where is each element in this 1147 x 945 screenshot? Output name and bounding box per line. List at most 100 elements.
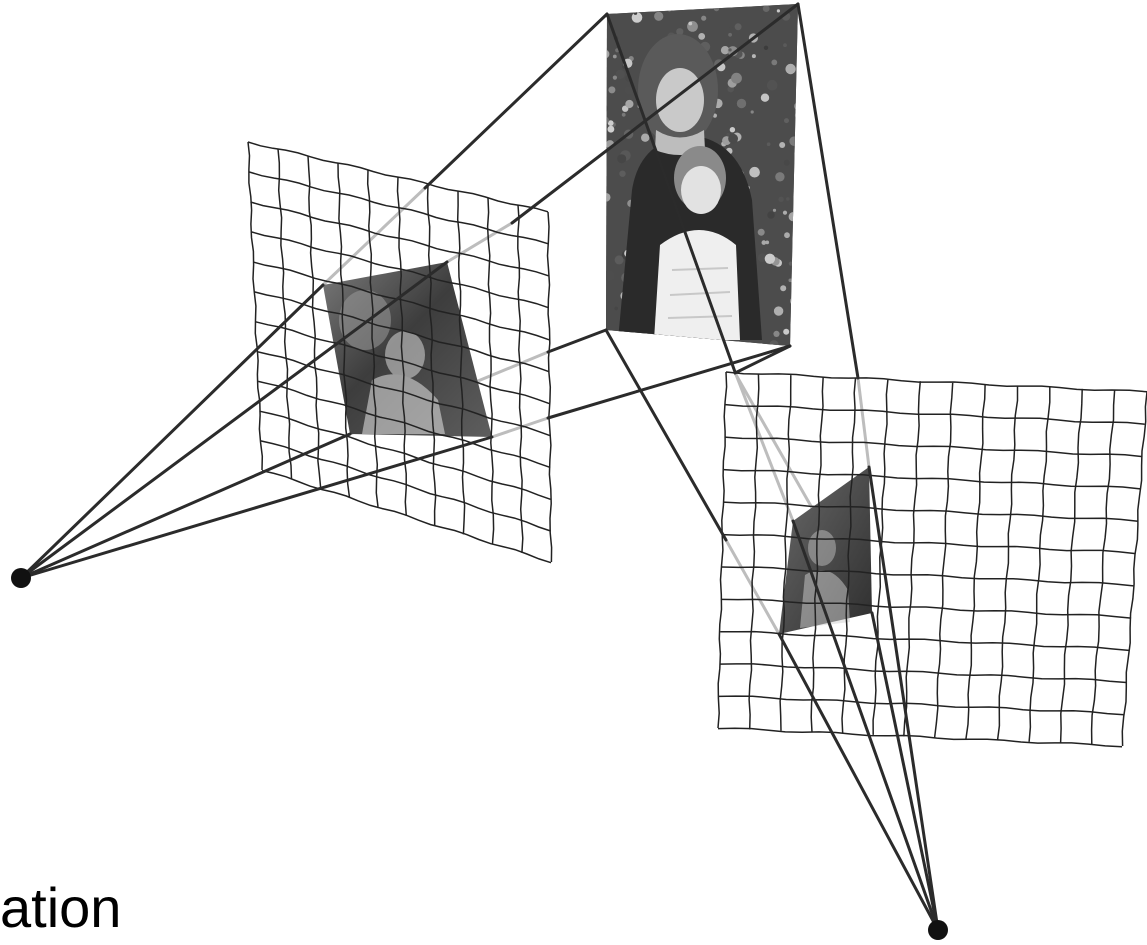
right-grid-horizontal-line — [720, 598, 1132, 619]
photo-foliage-speck — [750, 110, 754, 114]
photo-foliage-speck — [698, 33, 706, 40]
photo-foliage-speck — [612, 54, 617, 59]
right-grid-vertical-line — [748, 373, 760, 730]
ray-left-to-photo-tr — [510, 2, 800, 225]
photo-foliage-speck — [784, 232, 790, 239]
photo-foliage-speck — [735, 4, 740, 5]
left-camera-center — [11, 568, 31, 588]
right-grid-horizontal-line — [724, 436, 1143, 458]
left-plane-grid — [247, 141, 553, 564]
photo-foliage-speck — [801, 124, 810, 133]
photo-foliage-speck — [794, 101, 798, 112]
right-grid-vertical-line — [996, 385, 1019, 741]
left-grid-horizontal-line — [247, 141, 549, 213]
ray-right-occluded-tl — [733, 370, 795, 523]
right-grid-vertical-line — [1059, 388, 1083, 744]
photo-foliage-speck — [624, 86, 634, 95]
left-grid-vertical-line — [337, 162, 351, 498]
right-grid-vertical-line — [872, 379, 889, 735]
photo-foliage-speck — [797, 262, 798, 267]
photo-foliage-speck — [736, 4, 744, 5]
left-grid-horizontal-line — [260, 440, 551, 532]
photo-foliage-speck — [729, 127, 736, 133]
photo-foliage-speck — [699, 4, 704, 6]
photo-foliage-speck — [736, 98, 747, 109]
photo-foliage-speck — [607, 120, 614, 126]
photo-foliage-speck — [637, 334, 642, 340]
right-grid-horizontal-line — [723, 468, 1141, 490]
right-grid-vertical-line — [841, 378, 857, 734]
photo-foliage-speck — [631, 12, 643, 23]
right-grid-vertical-line — [933, 382, 954, 738]
photo-foliage-speck — [676, 28, 684, 36]
left-grid-vertical-line — [486, 197, 495, 544]
photo-foliage-speck — [614, 306, 618, 311]
photo-foliage-speck — [617, 154, 627, 164]
photo-foliage-speck — [763, 45, 769, 50]
photo-foliage-speck — [772, 208, 777, 212]
left-grid-vertical-line — [277, 148, 293, 480]
photo-foliage-speck — [641, 133, 650, 142]
ray-right-to-photo-tr — [796, 2, 860, 380]
photo-foliage-speck — [728, 48, 732, 52]
center-photograph — [597, 4, 814, 347]
right-grid-horizontal-line — [721, 566, 1134, 587]
right-grid-vertical-line — [903, 381, 922, 737]
photo-foliage-speck — [615, 69, 625, 80]
left-grid-horizontal-line — [255, 321, 550, 405]
right-grid-vertical-line — [810, 376, 824, 733]
left-grid-horizontal-line — [250, 201, 549, 277]
left-grid-horizontal-line — [251, 231, 550, 309]
ray-left-occluded-tr — [445, 221, 514, 264]
left-grid-vertical-line — [366, 169, 379, 507]
photo-foliage-speck — [728, 32, 732, 37]
photo-foliage-speck — [688, 21, 693, 26]
photo-foliage-speck — [606, 104, 608, 113]
ray-right-to-image-br — [870, 611, 940, 932]
left-grid-vertical-line — [396, 176, 408, 517]
photo-foliage-speck — [765, 240, 770, 245]
photo-foliage-speck — [783, 328, 790, 335]
left-grid-horizontal-line — [259, 410, 551, 501]
photo-foliage-speck — [779, 142, 786, 148]
ray-left-to-photo-bl — [546, 328, 608, 354]
ray-left-to-image-bl — [19, 432, 352, 580]
photo-foliage-speck — [764, 253, 776, 264]
ray-left-occluded-br — [490, 416, 550, 439]
photo-foliage-speck — [776, 9, 781, 13]
photo-foliage-speck — [608, 86, 616, 94]
right-grid-vertical-line — [1028, 387, 1051, 742]
right-grid-vertical-line — [965, 384, 986, 740]
ray-right-to-photo-tl — [605, 12, 737, 374]
photo-foliage-speck — [713, 5, 720, 12]
right-grid-horizontal-line — [719, 663, 1127, 684]
photo-foliage-speck — [804, 160, 807, 163]
photo-foliage-speck — [766, 79, 778, 91]
right-grid-vertical-line — [1090, 390, 1116, 745]
ray-left-to-image-tr — [19, 260, 449, 580]
photo-foliage-speck — [728, 133, 738, 144]
right-grid-horizontal-line — [723, 501, 1138, 523]
left-grid-vertical-line — [546, 211, 553, 563]
photo-foliage-speck — [720, 46, 730, 55]
photo-foliage-speck — [767, 211, 775, 219]
photo-foliage-speck — [601, 84, 605, 88]
photo-foliage-speck — [803, 144, 814, 155]
left-image-plane — [247, 141, 553, 564]
photo-foliage-speck — [726, 132, 730, 137]
left-grid-vertical-line — [247, 141, 264, 471]
right-grid-horizontal-line — [718, 695, 1125, 716]
photo-foliage-speck — [606, 114, 607, 124]
photo-foliage-speck — [670, 4, 676, 9]
left-grid-horizontal-line — [252, 261, 550, 341]
right-image-plane — [717, 371, 1147, 748]
photo-foliage-speck — [597, 198, 606, 207]
photo-foliage-speck — [773, 330, 780, 337]
photo-foliage-speck — [597, 167, 604, 174]
left-grid-vertical-line — [456, 190, 466, 535]
right-grid-vertical-line — [1121, 391, 1147, 747]
ray-left-to-photo-br — [546, 344, 792, 420]
photo-foliage-speck — [727, 27, 735, 34]
photo-foliage-speck — [597, 339, 605, 347]
photo-foliage-speck — [788, 278, 793, 283]
